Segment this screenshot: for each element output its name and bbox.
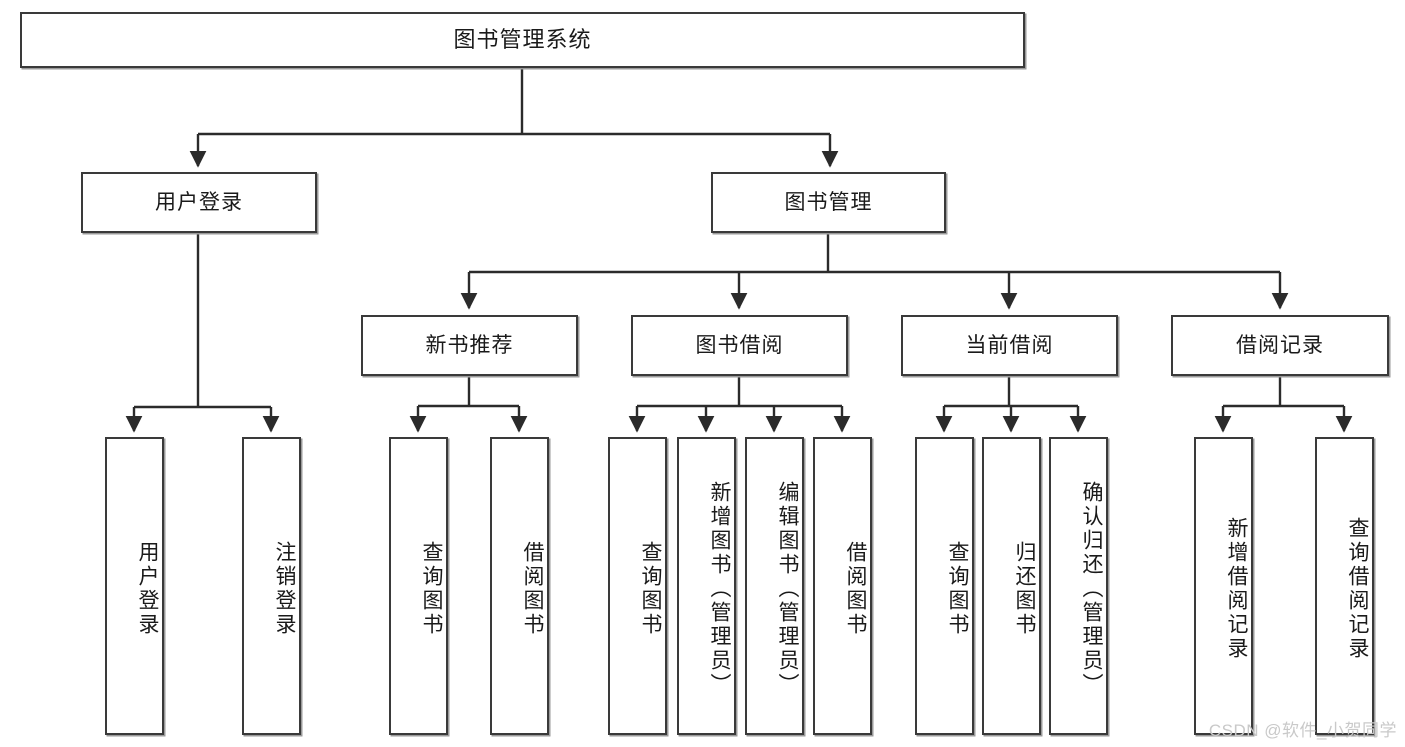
watermark: CSDN @软件_小贺同学 [1208,721,1397,740]
node-book-borrow[interactable]: 图书借阅 [631,315,848,376]
node-leaf-user-login[interactable]: 用户登录 [105,437,164,735]
node-leaf-query-book-1[interactable]: 查询图书 [389,437,448,735]
node-leaf-add-book[interactable]: 新增图书（管理员） [677,437,736,735]
node-new-book-recommend[interactable]: 新书推荐 [361,315,578,376]
node-leaf-edit-book[interactable]: 编辑图书（管理员） [745,437,804,735]
leaf-label: 查询图书 [420,541,443,637]
leaf-label: 查询图书 [639,541,662,637]
leaf-label: 新增图书（管理员） [708,481,731,697]
leaf-label: 借阅图书 [844,541,867,637]
leaf-label: 查询图书 [946,541,969,637]
node-leaf-query-book-2[interactable]: 查询图书 [608,437,667,735]
node-leaf-user-logout[interactable]: 注销登录 [242,437,301,735]
leaf-label: 新增借阅记录 [1225,517,1248,661]
leaf-label: 用户登录 [136,541,159,637]
node-book-management[interactable]: 图书管理 [711,172,946,233]
node-root[interactable]: 图书管理系统 [20,12,1025,68]
node-leaf-confirm-return[interactable]: 确认归还（管理员） [1049,437,1108,735]
node-leaf-query-book-3[interactable]: 查询图书 [915,437,974,735]
leaf-label: 归还图书 [1013,541,1036,637]
node-leaf-add-record[interactable]: 新增借阅记录 [1194,437,1253,735]
node-leaf-query-record[interactable]: 查询借阅记录 [1315,437,1374,735]
node-leaf-borrow-book-1[interactable]: 借阅图书 [490,437,549,735]
node-borrow-record[interactable]: 借阅记录 [1171,315,1389,376]
node-leaf-borrow-book-2[interactable]: 借阅图书 [813,437,872,735]
node-user-login[interactable]: 用户登录 [81,172,317,233]
leaf-label: 借阅图书 [521,541,544,637]
leaf-label: 注销登录 [273,541,296,637]
node-current-borrow[interactable]: 当前借阅 [901,315,1118,376]
leaf-label: 编辑图书（管理员） [776,481,799,697]
leaf-label: 确认归还（管理员） [1080,481,1103,697]
leaf-label: 查询借阅记录 [1346,517,1369,661]
node-leaf-return-book[interactable]: 归还图书 [982,437,1041,735]
